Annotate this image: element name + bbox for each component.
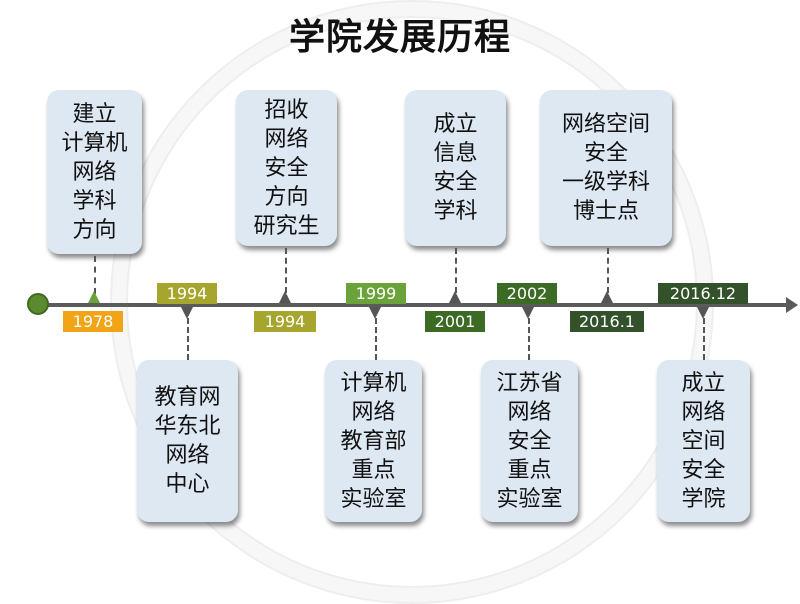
- event-connector: [285, 248, 287, 293]
- event-marker-down: [522, 307, 534, 319]
- timeline-start-dot: [27, 293, 49, 315]
- year-label-1999: 1999: [346, 283, 406, 304]
- event-connector: [528, 318, 530, 360]
- event-marker-up: [601, 291, 613, 303]
- year-label-2001: 2001: [425, 311, 485, 332]
- event-card-2016-1: 网络空间 安全 一级学科 博士点: [540, 90, 672, 246]
- timeline-arrow-icon: [786, 297, 798, 313]
- year-label-2016-12: 2016.12: [658, 283, 748, 304]
- timeline-axis: [40, 303, 788, 307]
- event-marker-down: [697, 307, 709, 319]
- event-card-2016-12: 成立 网络 空间 安全 学院: [657, 360, 750, 522]
- year-label-2016-1: 2016.1: [570, 311, 644, 332]
- event-marker-down: [369, 307, 381, 319]
- year-label-2002: 2002: [497, 283, 557, 304]
- event-marker-up: [279, 291, 291, 303]
- event-connector: [703, 318, 705, 360]
- event-card-1994-east-china: 教育网 华东北 网络 中心: [137, 360, 238, 522]
- event-card-2001: 成立 信息 安全 学科: [405, 90, 506, 246]
- event-marker-up: [449, 291, 461, 303]
- year-label-1994-a: 1994: [157, 283, 217, 304]
- event-connector: [187, 318, 189, 360]
- event-card-1978: 建立 计算机 网络 学科 方向: [47, 90, 142, 254]
- page-title: 学院发展历程: [288, 17, 511, 58]
- event-connector: [607, 248, 609, 293]
- event-connector: [94, 256, 96, 294]
- event-connector: [455, 248, 457, 293]
- year-label-1994-b: 1994: [254, 311, 316, 332]
- year-label-1978: 1978: [63, 311, 123, 332]
- event-card-2002: 江苏省 网络 安全 重点 实验室: [481, 360, 578, 522]
- event-marker-up: [88, 291, 100, 303]
- event-card-1999: 计算机 网络 教育部 重点 实验室: [325, 360, 422, 522]
- event-marker-down: [181, 307, 193, 319]
- event-connector: [375, 318, 377, 360]
- event-card-1994-graduate: 招收 网络 安全 方向 研究生: [236, 90, 337, 246]
